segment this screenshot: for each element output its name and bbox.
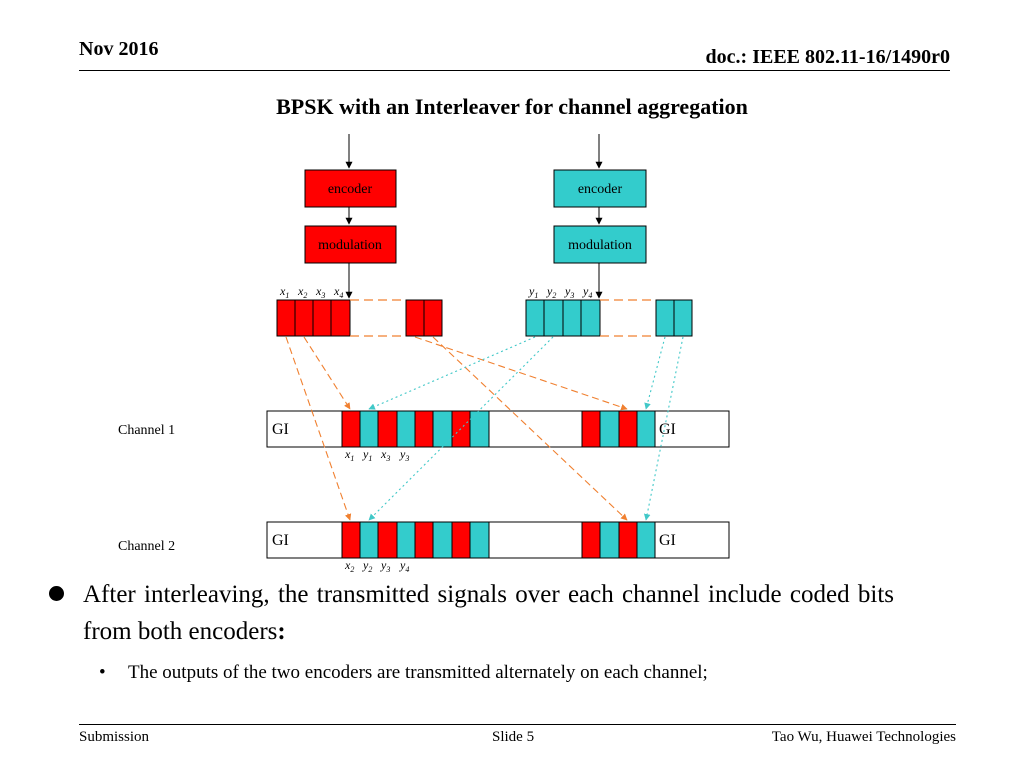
channel1-label: Channel 1: [118, 423, 175, 438]
bullet-main-text: After interleaving, the transmitted sign…: [83, 581, 894, 645]
map-arrow-xe1-ch1: [414, 336, 628, 411]
ch1-slot-9: [581, 410, 601, 448]
header-doc-id: doc.: IEEE 802.11-16/1490r0: [705, 46, 950, 68]
ch1-slot-11: [618, 410, 638, 448]
ch2-symbol-y4: y4: [399, 558, 409, 574]
ch2-slot-x4: [377, 521, 398, 559]
footer-author: Tao Wu, Huawei Technologies: [771, 729, 956, 745]
ch2-slot-8: [469, 521, 490, 559]
ch1-symbol-y3: y3: [399, 447, 409, 463]
ch2-slot-y2: [359, 521, 379, 559]
ch1-slot-8: [469, 410, 490, 448]
ch2-slot-5: [414, 521, 434, 559]
ch2-slot-6: [432, 521, 453, 559]
modulation-box-right: [553, 225, 647, 264]
ch2-slot-10: [599, 521, 620, 559]
slide-title: BPSK with an Interleaver for channel agg…: [276, 94, 748, 119]
modulation-label-left: modulation: [318, 238, 382, 253]
ch2-symbol-y2: y2: [362, 558, 372, 574]
header-date: Nov 2016: [79, 38, 159, 60]
symbol-label-y3: y3: [564, 284, 574, 300]
bullet-main: After interleaving, the transmitted sign…: [44, 576, 894, 650]
ch1-slot-10: [599, 410, 620, 448]
map-arrow-y2-ch2: [368, 336, 554, 521]
ch1-symbol-y1: y1: [362, 447, 372, 463]
bit-x2: [294, 299, 314, 337]
bit-x3: [312, 299, 332, 337]
channel1-gi-right: GI: [659, 421, 676, 438]
footer-rule: [79, 724, 956, 725]
bit-y-end2: [673, 299, 693, 337]
symbol-label-y2: y2: [546, 284, 556, 300]
bit-x-end1: [405, 299, 425, 337]
map-arrow-ye2-ch2: [643, 336, 684, 521]
bit-y-end1: [655, 299, 675, 337]
ch2-slot-11: [618, 521, 638, 559]
encoder-label-right: encoder: [578, 182, 623, 197]
map-arrow-x1-ch1: [303, 336, 351, 410]
encoder-box-left: [304, 169, 397, 208]
ch2-slot-12: [636, 521, 656, 559]
encoder-label-left: encoder: [328, 182, 373, 197]
ch1-slot-y1: [359, 410, 379, 448]
ch1-symbol-x1: x1: [344, 447, 354, 463]
map-arrow-y1-ch1: [368, 336, 536, 410]
modulation-box-left: [304, 225, 397, 264]
symbol-label-x1: x1: [279, 284, 289, 300]
ch2-slot-x2: [341, 521, 361, 559]
bullet-sub-text: The outputs of the two encoders are tran…: [128, 662, 708, 683]
symbol-label-y1: y1: [528, 284, 538, 300]
symbol-label-x2: x2: [297, 284, 307, 300]
bit-y4: [580, 299, 601, 337]
footer-submission: Submission: [79, 729, 150, 745]
footer-slide-number: Slide 5: [492, 729, 535, 745]
symbol-label-y4: y4: [582, 284, 592, 300]
ch2-symbol-x2: x2: [344, 558, 354, 574]
ch1-slot-x1: [341, 410, 361, 448]
header-rule: [79, 70, 950, 71]
bit-y1: [525, 299, 545, 337]
channel2-label: Channel 2: [118, 539, 175, 554]
encoder-box-right: [553, 169, 647, 208]
bit-x-end2: [423, 299, 443, 337]
sub-bullet-dot: •: [99, 662, 106, 683]
ch1-slot-12: [636, 410, 656, 448]
bit-x4: [330, 299, 351, 337]
channel2-gi-right: GI: [659, 532, 676, 549]
bullet-dot: [49, 586, 64, 601]
ch1-slot-5: [414, 410, 434, 448]
ch2-slot-9: [581, 521, 601, 559]
channel1-gi-left: GI: [272, 421, 289, 438]
ch1-slot-6: [432, 410, 453, 448]
channel2-gi-left: GI: [272, 532, 289, 549]
ch2-slot-y4: [396, 521, 416, 559]
ch2-symbol-y3: y3: [380, 558, 390, 574]
ch1-symbol-x3: x3: [380, 447, 390, 463]
modulation-label-right: modulation: [568, 238, 632, 253]
symbol-label-x3: x3: [315, 284, 325, 300]
map-arrow-ye1-ch1: [644, 336, 666, 410]
bullet-main-colon: :: [277, 618, 286, 645]
ch1-slot-x3: [377, 410, 398, 448]
bit-y2: [543, 299, 564, 337]
ch2-slot-7: [451, 521, 471, 559]
symbol-label-x4: x4: [333, 284, 343, 300]
ch1-slot-y3: [396, 410, 416, 448]
bullet-sub: • The outputs of the two encoders are tr…: [44, 660, 894, 686]
bullet-list: After interleaving, the transmitted sign…: [44, 576, 894, 686]
bit-x1: [276, 299, 296, 337]
bit-y3: [562, 299, 582, 337]
